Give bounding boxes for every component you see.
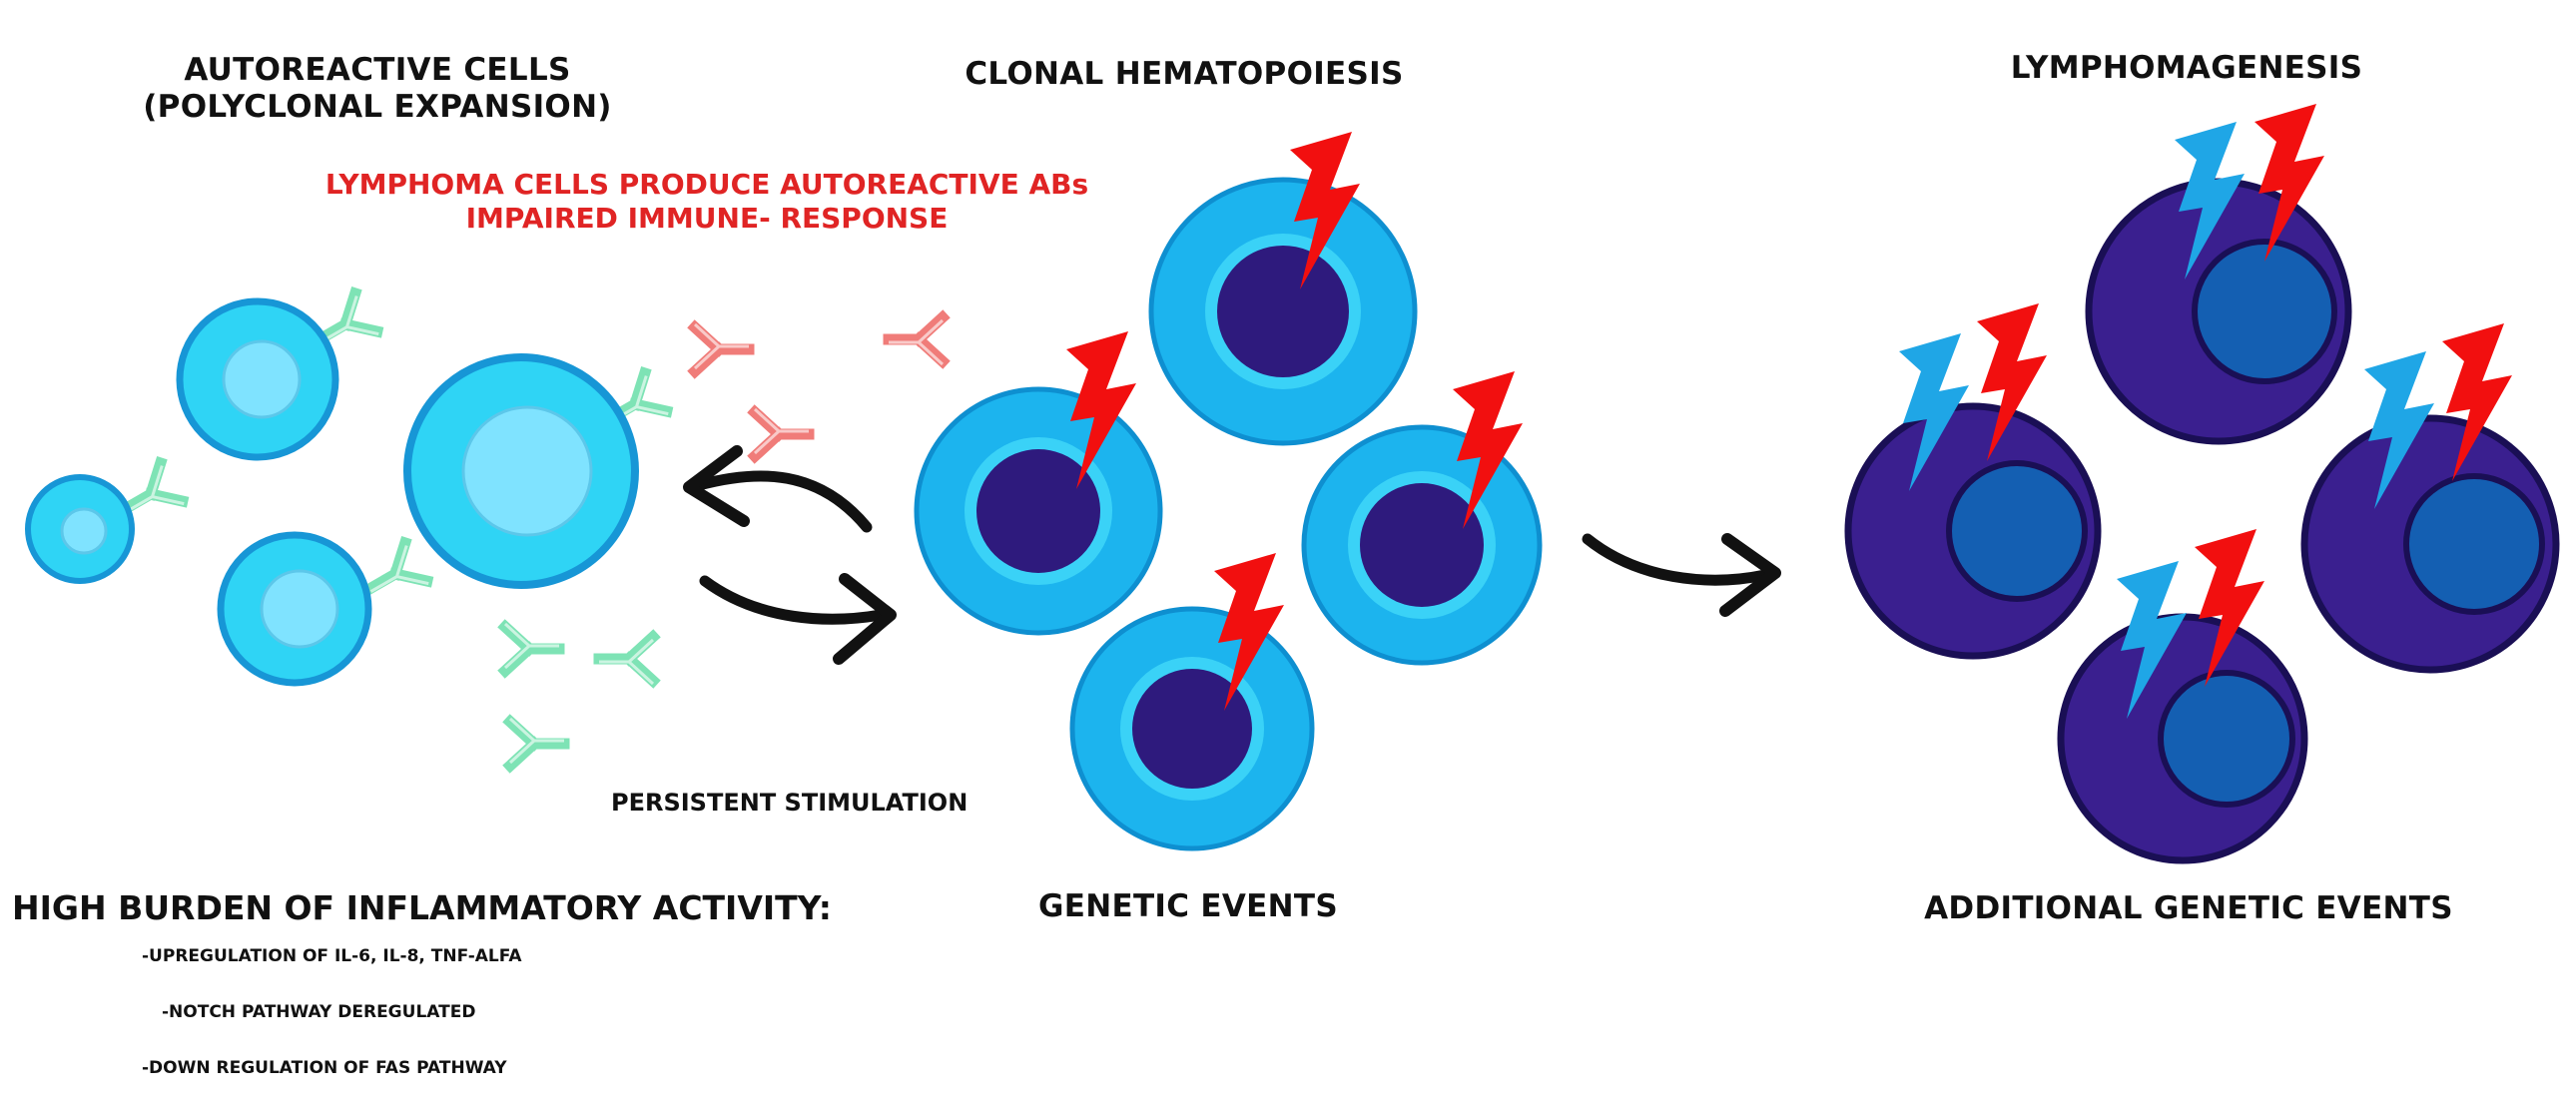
lymphoma-cell <box>1844 402 2102 660</box>
autoreactive-cells-group <box>25 293 668 766</box>
bullet-notch: -NOTCH PATHWAY DEREGULATED <box>162 1002 476 1022</box>
red-annotation: LYMPHOMA CELLS PRODUCE AUTOREACTIVE ABs … <box>325 168 1088 235</box>
curved-arrow-icon <box>1582 533 1781 617</box>
antibody-icon <box>889 317 943 364</box>
persistent-stimulation-label: PERSISTENT STIMULATION <box>611 789 968 817</box>
autoreactive-cell <box>217 531 372 687</box>
clonal-cell <box>914 386 1163 636</box>
red-annotation-line2: IMPAIRED IMMUNE- RESPONSE <box>465 201 949 235</box>
curved-arrow-icon <box>683 445 873 533</box>
autoreactive-cell <box>25 474 135 584</box>
autoreactive-title: AUTOREACTIVE CELLS (POLYCLONAL EXPANSION… <box>143 52 612 126</box>
antibody-icon <box>510 719 564 766</box>
antibody-icon <box>599 637 653 684</box>
antibody-icon <box>695 324 749 371</box>
lymphoma-cell <box>2057 613 2308 864</box>
clonal-cell <box>1301 424 1543 666</box>
bullet-upregulation: -UPREGULATION OF IL-6, IL-8, TNF-ALFA <box>142 946 522 966</box>
curved-arrow-icon <box>699 573 897 665</box>
lymphoma-cell <box>2300 414 2560 674</box>
clonal-cell <box>1069 606 1315 851</box>
high-burden-heading: HIGH BURDEN OF INFLAMMATORY ACTIVITY: <box>12 888 832 927</box>
autoreactive-cell-large <box>403 353 639 589</box>
clonal-cells-group <box>914 132 1543 851</box>
clonal-cell <box>1148 177 1418 446</box>
autoreactive-title-line2: (POLYCLONAL EXPANSION) <box>143 89 612 126</box>
bullet-fas: -DOWN REGULATION OF FAS PATHWAY <box>142 1058 507 1078</box>
antibody-icon <box>755 409 809 456</box>
red-annotation-line1: LYMPHOMA CELLS PRODUCE AUTOREACTIVE ABs <box>324 168 1089 201</box>
autoreactive-cell <box>176 297 339 461</box>
lymphoma-cell <box>2085 178 2352 445</box>
genetic-events-label: GENETIC EVENTS <box>1038 888 1338 924</box>
clonal-hematopoiesis-title: CLONAL HEMATOPOIESIS <box>965 56 1404 92</box>
antibody-icon <box>505 624 559 671</box>
autoreactive-title-line1: AUTOREACTIVE CELLS <box>184 52 571 88</box>
lymphoma-cells-group <box>1844 104 2560 864</box>
red-antibodies-group <box>695 317 943 456</box>
additional-genetic-events-label: ADDITIONAL GENETIC EVENTS <box>1924 890 2453 926</box>
lymphomagenesis-title: LYMPHOMAGENESIS <box>2010 50 2363 86</box>
